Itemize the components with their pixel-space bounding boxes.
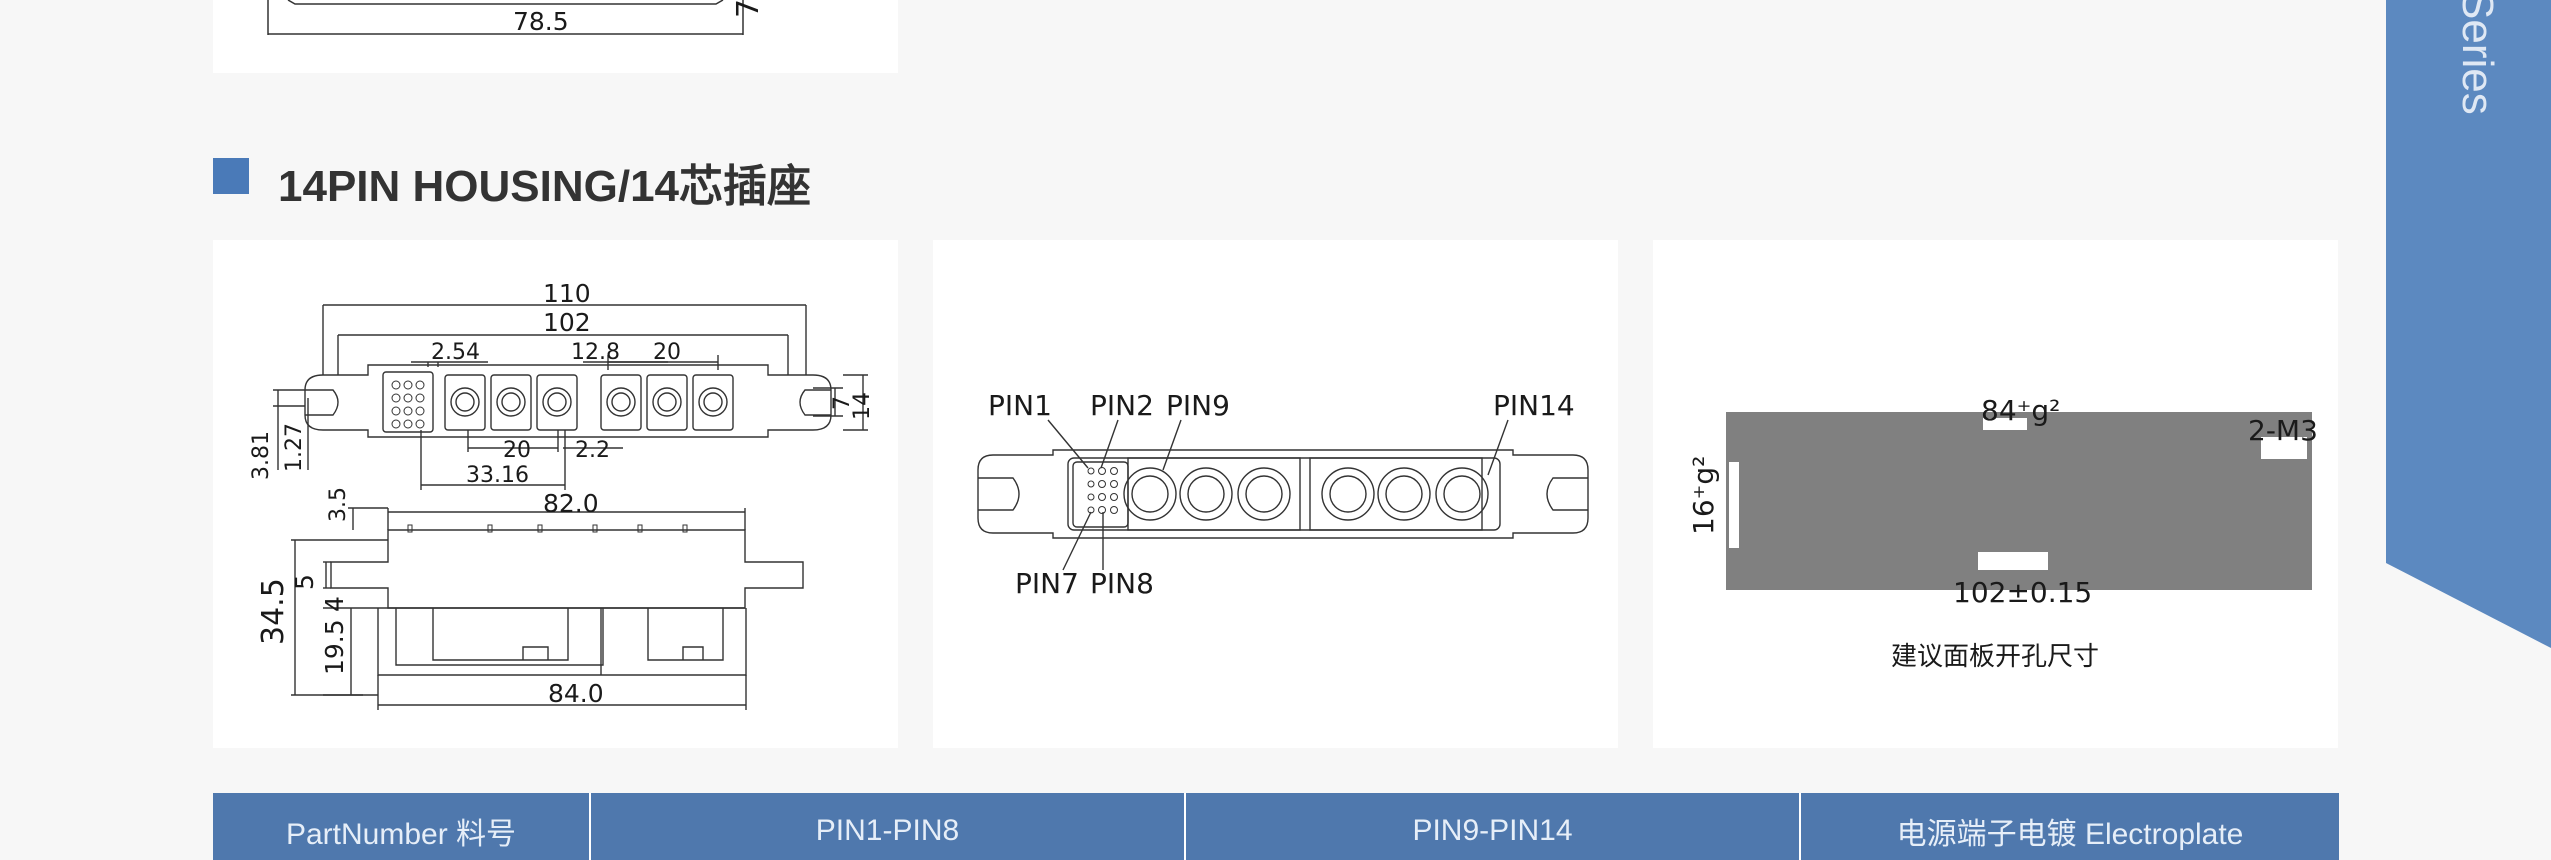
top-drawing-card: 78.5 7. (213, 0, 898, 73)
pin-layout-card: PIN1 PIN2 PIN9 PIN14 PIN7 PIN8 (933, 240, 1618, 748)
label-pin1: PIN1 (988, 389, 1052, 422)
label-pin9: PIN9 (1166, 389, 1230, 422)
panel-cutout-card: 84⁺g² 2-M3 16⁺g² 102±0.15 建议面板开孔尺寸 (1653, 240, 2338, 748)
header-part-number: PartNumber 料号 (213, 793, 591, 860)
label-pin2: PIN2 (1090, 389, 1154, 422)
dim-102: 102 (543, 308, 591, 337)
dim-34-5: 34.5 (256, 578, 291, 645)
dim-20-top: 20 (653, 340, 681, 365)
top-drawing: 78.5 7. (267, 0, 766, 36)
section-marker (213, 158, 249, 194)
label-pin14: PIN14 (1493, 389, 1575, 422)
label-pin7: PIN7 (1015, 567, 1079, 600)
dim-3-81: 3.81 (249, 431, 274, 480)
dim-78-5: 78.5 (513, 7, 569, 36)
dim-20-bottom: 20 (503, 438, 531, 463)
dim-7: 7 (830, 396, 855, 410)
header-pin9-pin14: PIN9-PIN14 (1186, 793, 1801, 860)
dim-1-27: 1.27 (282, 423, 307, 472)
dim-4: 4 (320, 596, 349, 612)
dim-3-5: 3.5 (326, 487, 351, 522)
housing-dimension-drawing: 110 102 2.54 12.8 20 7 14 3.81 1.27 20 2… (249, 279, 875, 710)
dim-33-16: 33.16 (466, 463, 529, 488)
section-title: 14PIN HOUSING/14芯插座 (278, 162, 812, 211)
pin-layout-drawing: PIN1 PIN2 PIN9 PIN14 PIN7 PIN8 (977, 389, 1589, 600)
label-pin8: PIN8 (1090, 567, 1154, 600)
cutout-width-label: 84⁺g² (1981, 394, 2060, 427)
dim-14: 14 (850, 392, 875, 420)
panel-cutout-drawing: 84⁺g² 2-M3 16⁺g² 102±0.15 建议面板开孔尺寸 (1687, 394, 2318, 672)
header-electroplate: 电源端子电镀 Electroplate (1896, 817, 2244, 851)
housing-drawing-card: 110 102 2.54 12.8 20 7 14 3.81 1.27 20 2… (213, 240, 898, 748)
dim-2-54: 2.54 (431, 340, 480, 365)
screw-label: 2-M3 (2248, 414, 2318, 447)
cutout-bottom-dim: 102±0.15 (1953, 576, 2092, 609)
dim-12-8: 12.8 (571, 340, 620, 365)
side-tab (2386, 0, 2551, 648)
side-tab-label: Series (2453, 0, 2502, 115)
header-pin1-pin8: PIN1-PIN8 (591, 793, 1186, 860)
cutout-caption: 建议面板开孔尺寸 (1891, 642, 2099, 672)
dim-side: 7. (731, 0, 766, 18)
dim-2-2: 2.2 (575, 438, 610, 463)
dim-84-0: 84.0 (548, 679, 604, 708)
dim-19-5: 19.5 (320, 619, 349, 675)
spec-table-header: PartNumber 料号 PIN1-PIN8 PIN9-PIN14 电源端子电… (213, 793, 2339, 860)
dim-82-0: 82.0 (543, 489, 599, 518)
dim-5: 5 (290, 574, 319, 590)
dim-110: 110 (543, 279, 591, 308)
cutout-height-label: 16⁺g² (1687, 456, 1720, 535)
